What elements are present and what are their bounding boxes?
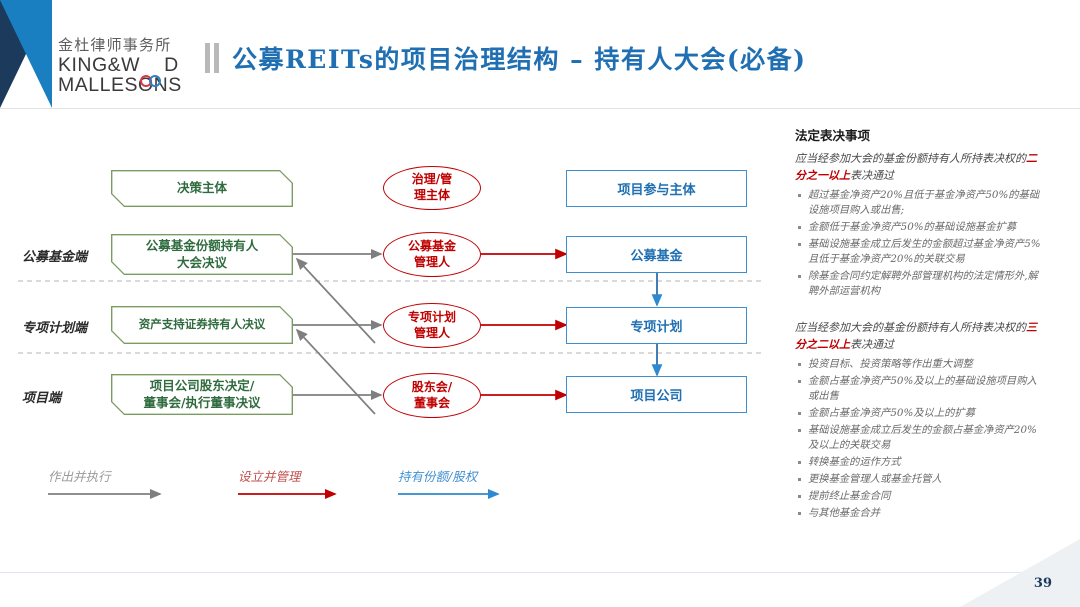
list-item: 金额低于基金净资产50%的基础设施基金扩募 — [798, 220, 1045, 235]
panel-heading: 法定表决事项 — [795, 128, 871, 143]
footer-corner-shape — [960, 539, 1080, 607]
corner-triangle-light — [0, 0, 52, 108]
logo-english-line2: MALLESONS — [58, 73, 182, 96]
panel-section1-threshold: 二分之一以上 — [795, 152, 1037, 182]
diagram-connectors — [18, 248, 762, 500]
panel-section1-lead-post: 表决通过 — [850, 168, 894, 182]
list-item: 超过基金净资产20%且低于基金净资产50%的基础设施项目购入或出售; — [798, 188, 1045, 218]
decision-box-abs-label: 资产支持证券持有人决议 — [112, 307, 291, 342]
company-logo: 金杜律师事务所 KING&W D MALLESONS — [58, 38, 198, 95]
entity-box-abs-plan: 专项计划 — [566, 307, 747, 344]
panel-section1-list: 超过基金净资产20%且低于基金净资产50%的基础设施项目购入或出售; 金额低于基… — [795, 188, 1045, 298]
title-tick-1 — [205, 43, 210, 73]
column-header-participant: 项目参与主体 — [566, 170, 747, 207]
logo-english-line1-b: D — [164, 54, 179, 76]
panel-section-gap — [795, 308, 1045, 320]
panel-section2-lead-post: 表决通过 — [850, 337, 894, 351]
row-label-fund: 公募基金端 — [22, 250, 88, 265]
panel-section2-list: 投资目标、投资策略等作出重大调整 金额占基金净资产50%及以上的基础设施项目购入… — [795, 357, 1045, 520]
header-divider — [0, 108, 1080, 109]
manager-ellipse-board: 股东会/ 董事会 — [383, 373, 481, 418]
legend-item-manage: 设立并管理 — [238, 466, 301, 488]
page-title: 公募REITs的项目治理结构 – 持有人大会(必备) — [205, 40, 806, 76]
legend-label-manage: 设立并管理 — [238, 469, 301, 484]
entity-box-fund: 公募基金 — [566, 236, 747, 273]
statutory-voting-panel: 法定表决事项 应当经参加大会的基金份额持有人所持表决权的二分之一以上表决通过 超… — [795, 125, 1045, 531]
decision-box-fund: 公募基金份额持有人 大会决议 — [111, 234, 293, 275]
decision-box-project: 项目公司股东决定/ 董事会/执行董事决议 — [111, 374, 293, 415]
list-item: 金额占基金净资产50%及以上的基础设施项目购入或出售 — [798, 374, 1045, 404]
list-item: 除基金合同约定解聘外部管理机构的法定情形外,解聘外部运营机构 — [798, 269, 1045, 299]
panel-section2-lead: 应当经参加大会的基金份额持有人所持表决权的三分之二以上表决通过 — [795, 320, 1045, 353]
list-item: 金额占基金净资产50%及以上的扩募 — [798, 406, 1045, 421]
legend-item-execute: 作出并执行 — [48, 466, 111, 488]
list-item: 基础设施基金成立后发生的金额占基金净资产20% 及以上的关联交易 — [798, 423, 1045, 453]
page-title-text: 公募REITs的项目治理结构 – 持有人大会(必备) — [232, 45, 807, 74]
legend-label-holding: 持有份额/股权 — [398, 469, 478, 484]
page-number: 39 — [1033, 576, 1052, 591]
panel-section2-lead-pre: 应当经参加大会的基金份额持有人所持表决权的 — [795, 321, 1026, 335]
panel-section1-lead: 应当经参加大会的基金份额持有人所持表决权的二分之一以上表决通过 — [795, 151, 1045, 184]
list-item: 转换基金的运作方式 — [798, 455, 1045, 470]
ring-blue-icon — [149, 75, 162, 87]
column-header-decision: 决策主体 — [111, 170, 293, 207]
title-tick-2 — [214, 43, 219, 73]
panel-section1-lead-pre: 应当经参加大会的基金份额持有人所持表决权的 — [795, 152, 1026, 165]
list-item: 投资目标、投资策略等作出重大调整 — [798, 357, 1045, 372]
legend-item-holding: 持有份额/股权 — [398, 466, 477, 488]
footer-divider — [0, 572, 1080, 573]
manager-ellipse-fund: 公募基金 管理人 — [383, 232, 481, 277]
corner-accent-shape — [0, 0, 52, 108]
governance-diagram: 决策主体 治理/管 理主体 项目参与主体 公募基金端 专项计划端 项目端 公募基… — [0, 118, 780, 538]
entity-box-project-company: 项目公司 — [566, 376, 747, 413]
column-header-decision-label: 决策主体 — [112, 171, 291, 205]
list-item: 更换基金管理人或基金托管人 — [798, 472, 1045, 487]
logo-chinese-name: 金杜律师事务所 — [58, 36, 172, 54]
decision-box-abs: 资产支持证券持有人决议 — [111, 306, 293, 344]
list-item: 提前终止基金合同 — [798, 489, 1045, 504]
panel-section2-threshold: 三分之二以上 — [795, 321, 1037, 351]
list-item: 与其他基金合并 — [798, 506, 1045, 521]
logo-english-line1: KING&W D — [58, 54, 198, 87]
decision-box-project-label: 项目公司股东决定/ 董事会/执行董事决议 — [112, 375, 291, 413]
title-tick-marks-icon — [205, 43, 219, 73]
column-header-governance: 治理/管 理主体 — [383, 166, 481, 210]
logo-english-line1-a: KING&W — [58, 54, 141, 76]
list-item: 基础设施基金成立后发生的金额超过基金净资产5% 且低于基金净资产20%的关联交易 — [798, 237, 1045, 267]
row-label-abs-plan: 专项计划端 — [22, 321, 88, 336]
row-label-project: 项目端 — [22, 391, 62, 406]
legend-label-execute: 作出并执行 — [48, 469, 111, 484]
decision-box-fund-label: 公募基金份额持有人 大会决议 — [112, 235, 291, 273]
manager-ellipse-abs: 专项计划 管理人 — [383, 303, 481, 348]
